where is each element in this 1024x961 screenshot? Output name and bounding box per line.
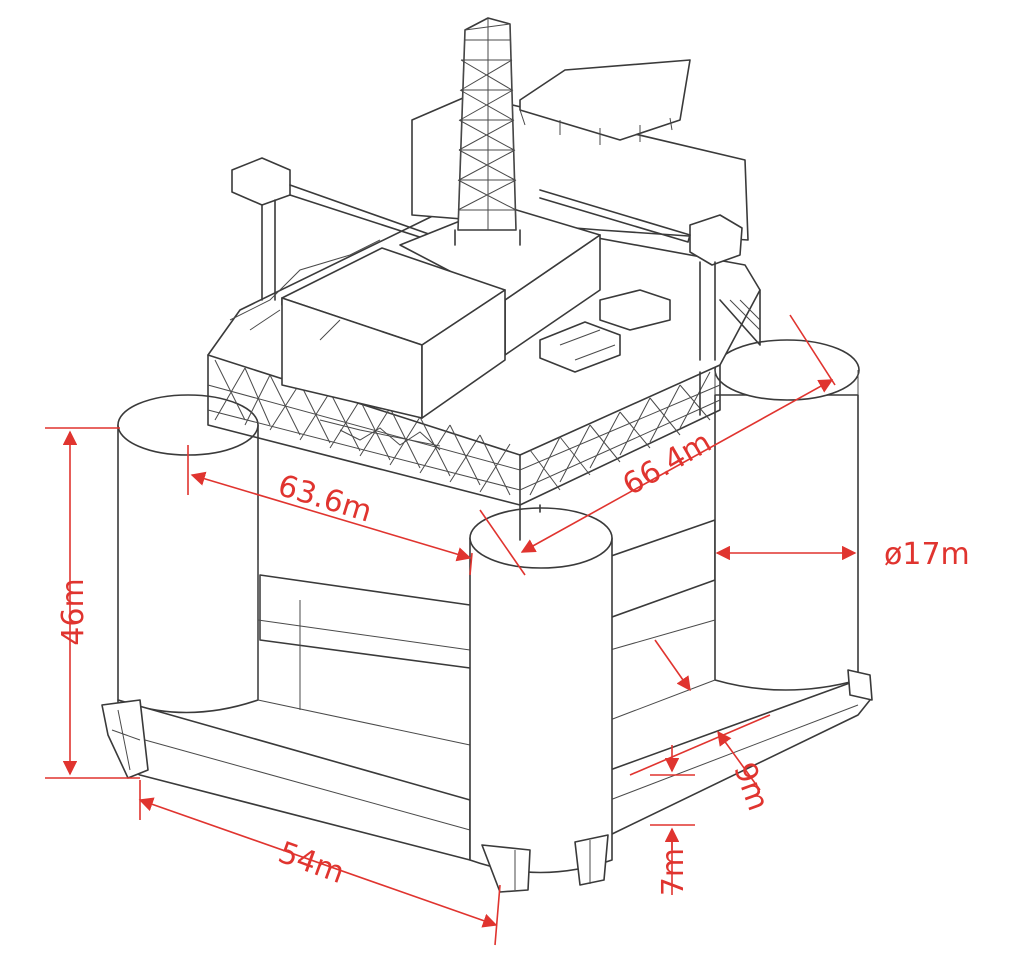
dim-pontoon-length-label: 54m xyxy=(274,835,349,891)
dim-pontoon-width-label: 9m xyxy=(726,758,775,815)
column-front-top xyxy=(469,507,613,569)
front-module xyxy=(281,247,506,419)
dim-column-diameter-label: ø17m xyxy=(884,537,970,572)
thrusters xyxy=(101,669,873,893)
column-front xyxy=(469,537,613,874)
topsides xyxy=(229,17,749,451)
column-back-right-top xyxy=(714,339,860,401)
crane-right xyxy=(539,189,743,361)
pontoon-right xyxy=(609,679,871,836)
dim-pontoon-height-label: 7m xyxy=(656,848,691,896)
column-back-right xyxy=(714,394,859,691)
derrick xyxy=(454,17,521,246)
dim-deck-depth-label: 66.4m xyxy=(617,425,718,503)
dim-height-label: 46m xyxy=(56,578,91,645)
dim-deck-width-label: 63.6m xyxy=(274,468,376,530)
pontoon-left xyxy=(117,699,471,861)
